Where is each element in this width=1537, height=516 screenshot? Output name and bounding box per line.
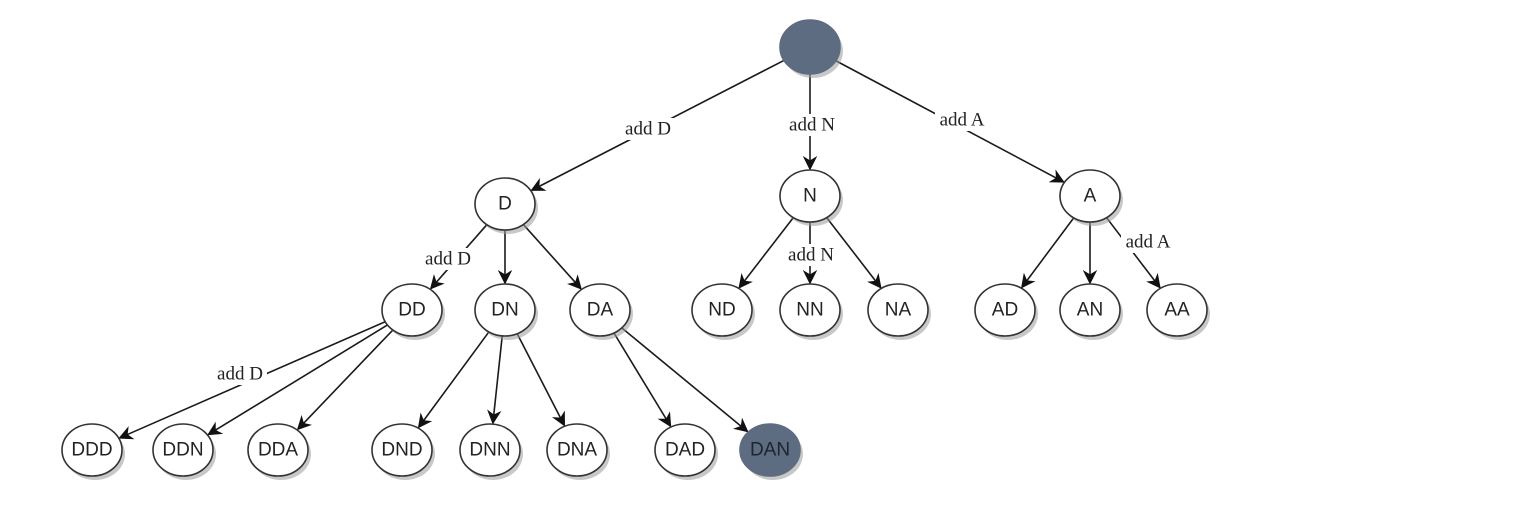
node-D: D [474, 177, 538, 234]
node-label-DA: DA [587, 300, 614, 321]
edge-A-AD [1021, 217, 1075, 289]
node-ellipse [1146, 283, 1208, 337]
node-DNA: DNA [546, 423, 610, 480]
node-ellipse [691, 283, 753, 337]
node-label-AN: AN [1077, 300, 1103, 321]
node-DAD: DAD [654, 423, 718, 480]
node-A: A [1059, 169, 1123, 226]
node-ND: ND [691, 283, 755, 340]
node-ellipse [779, 19, 841, 75]
node-ellipse [381, 283, 443, 337]
edge-labels-layer: add D add N add A add D add N add A add D [213, 109, 1175, 385]
edge-label-background [421, 248, 475, 270]
node-label-DAN: DAN [750, 440, 790, 461]
node-label-DNA: DNA [557, 440, 597, 461]
edge-label-root-N: add N [789, 115, 835, 136]
node-label-AD: AD [992, 300, 1018, 321]
node-label-A: A [1084, 186, 1097, 207]
node-ellipse [867, 283, 929, 337]
node-ellipse [1059, 283, 1121, 337]
node-DAN: DAN [739, 423, 803, 480]
node-ellipse [739, 423, 801, 477]
node-DD: DD [381, 283, 445, 340]
edge-DN-DNN [487, 335, 504, 425]
edge-DD-DDN [207, 324, 388, 436]
edge-label-background [621, 118, 675, 140]
node-ellipse [474, 177, 536, 231]
node-AA: AA [1146, 283, 1210, 340]
edge-label-A-AA: add A [1126, 232, 1171, 253]
edge-N-NA [826, 217, 882, 289]
node-DDD: DDD [61, 423, 125, 480]
node-DA: DA [569, 283, 633, 340]
node-DND: DND [371, 423, 435, 480]
edge-label-root-D: add D [625, 119, 671, 140]
node-NA: NA [867, 283, 931, 340]
node-AD: AD [974, 283, 1038, 340]
node-ellipse [779, 169, 841, 223]
edge-DN-DND [417, 331, 490, 429]
node-label-AA: AA [1164, 300, 1190, 321]
edge-DN-DNA [516, 333, 566, 427]
node-ellipse [1059, 169, 1121, 223]
edge-label-background [784, 244, 838, 266]
node-DDN: DDN [152, 423, 216, 480]
edge-label-DD-DDD: add D [217, 364, 263, 385]
node-ellipse [654, 423, 716, 477]
node-DNN: DNN [459, 423, 523, 480]
node-label-ND: ND [708, 300, 735, 321]
root-node [779, 19, 843, 78]
node-label-NA: NA [885, 300, 912, 321]
edge-DA-DAN [621, 327, 749, 433]
node-DN: DN [474, 283, 538, 340]
node-NN: NN [779, 283, 843, 340]
edge-N-ND [738, 217, 794, 289]
node-ellipse [247, 423, 309, 477]
node-label-DDA: DDA [258, 440, 298, 461]
node-label-DND: DND [381, 440, 422, 461]
edge-label-background [1121, 231, 1175, 253]
edge-label-background [213, 363, 267, 385]
edge-label-N-NN: add N [788, 245, 834, 266]
node-label-DNN: DNN [469, 440, 510, 461]
edge-DD-DDA [296, 329, 394, 431]
node-label-DD: DD [398, 300, 425, 321]
node-AN: AN [1059, 283, 1123, 340]
node-ellipse [974, 283, 1036, 337]
node-ellipse [569, 283, 631, 337]
node-label-DAD: DAD [665, 440, 705, 461]
node-label-DN: DN [491, 300, 518, 321]
node-ellipse [371, 423, 433, 477]
node-label-NN: NN [796, 300, 823, 321]
edges-layer [118, 59, 1161, 440]
node-ellipse [474, 283, 536, 337]
edge-label-background [785, 114, 839, 136]
edge-label-background [935, 109, 989, 131]
node-ellipse [152, 423, 214, 477]
node-DDA: DDA [247, 423, 311, 480]
node-label-DDN: DDN [162, 440, 203, 461]
node-label-D: D [498, 194, 512, 215]
edge-label-root-A: add A [940, 110, 985, 131]
node-label-DDD: DDD [71, 440, 112, 461]
node-ellipse [546, 423, 608, 477]
node-label-N: N [803, 186, 817, 207]
edge-DA-DAD [613, 332, 672, 428]
node-ellipse [61, 423, 123, 477]
node-N: N [779, 169, 843, 226]
edge-label-D-DD: add D [425, 249, 471, 270]
node-ellipse [779, 283, 841, 337]
node-ellipse [459, 423, 521, 477]
edge-D-DA [522, 223, 582, 290]
